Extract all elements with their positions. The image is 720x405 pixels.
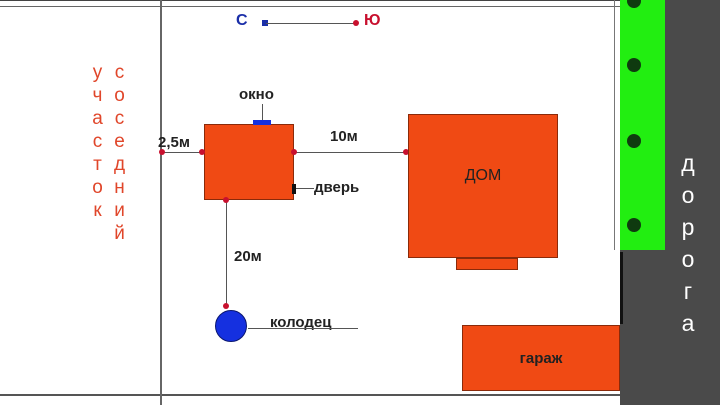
hedge-shrub-4: [627, 218, 641, 232]
compass-north-label: С: [236, 12, 248, 29]
door-label: дверь: [314, 179, 360, 196]
compass-south-marker: [353, 20, 359, 26]
compass-north-marker: [262, 20, 268, 26]
hedge-shrub-1: [627, 0, 641, 8]
hedge-shrub-2: [627, 58, 641, 72]
house-label: ДОМ: [464, 167, 502, 184]
window-marker: [253, 120, 271, 125]
top-inner-line: [0, 6, 620, 7]
well-circle: [215, 310, 247, 342]
dim-well-end-dot: [223, 303, 229, 309]
window-leader-line: [262, 104, 263, 120]
well-label: колодец: [270, 314, 332, 331]
well-leader-line: [248, 328, 358, 329]
bottom-border-line: [0, 394, 620, 396]
outbuilding: [204, 124, 294, 200]
window-label: окно: [239, 86, 274, 103]
dim-left-end-dot: [199, 149, 205, 155]
road-left-strip: [620, 250, 665, 405]
door-leader-line: [294, 188, 314, 189]
compass-line: [266, 23, 356, 24]
neighbor-boundary-line: [160, 0, 162, 405]
compass: С Ю: [236, 12, 396, 36]
house-porch: [456, 258, 518, 270]
top-border-line: [0, 0, 720, 1]
dim-left-label: 2,5м: [158, 134, 190, 151]
dim-house-label: 10м: [330, 128, 358, 145]
garage: гараж: [462, 325, 620, 391]
dim-left-start-dot: [159, 149, 165, 155]
door-marker: [292, 184, 296, 194]
dim-well-start-dot: [223, 197, 229, 203]
dim-house-start-dot: [291, 149, 297, 155]
compass-south-label: Ю: [364, 12, 381, 29]
right-plot-line: [614, 0, 615, 250]
dim-house-line: [294, 152, 408, 153]
road: [665, 0, 720, 405]
dim-left-line: [162, 152, 204, 153]
dim-house-end-dot: [403, 149, 409, 155]
dim-well-line: [226, 200, 227, 308]
dim-well-label: 20м: [234, 248, 262, 265]
garage-label: гараж: [519, 349, 563, 367]
green-hedge: [620, 0, 665, 250]
house: ДОМ: [408, 114, 558, 258]
gate-line: [620, 252, 623, 324]
hedge-shrub-3: [627, 134, 641, 148]
neighbor-plot-label: соседний участок: [87, 62, 130, 246]
road-label: дорога: [675, 150, 701, 342]
